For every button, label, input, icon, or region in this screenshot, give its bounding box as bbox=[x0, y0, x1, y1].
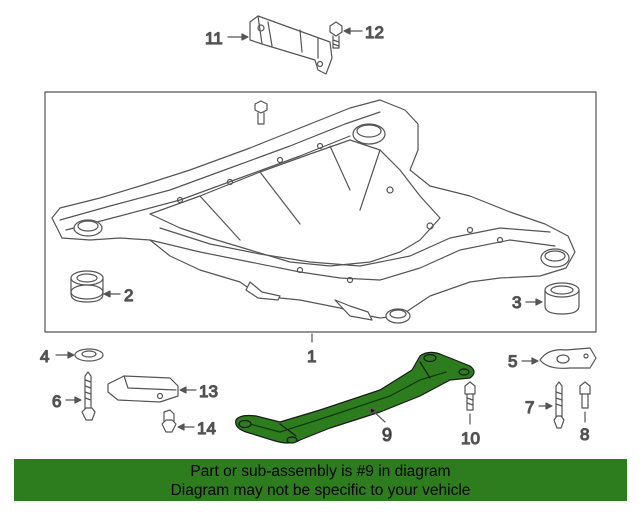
callout-6-label: 6 bbox=[52, 392, 61, 411]
callout-12-label: 12 bbox=[365, 23, 384, 42]
callout-14-label: 14 bbox=[197, 419, 216, 438]
callout-6: 6 bbox=[51, 391, 82, 412]
part-2-bushing[interactable] bbox=[70, 270, 104, 303]
callout-7-label: 7 bbox=[525, 398, 534, 417]
callout-10: 10 bbox=[460, 413, 481, 449]
part-6-bolt[interactable] bbox=[81, 371, 96, 421]
callout-2-label: 2 bbox=[124, 286, 133, 305]
callout-3-label: 3 bbox=[512, 293, 521, 312]
callout-5: 5 bbox=[507, 351, 539, 372]
callout-1: 1 bbox=[306, 333, 317, 367]
part-7-bolt[interactable] bbox=[553, 381, 565, 429]
part-info-banner: Part or sub-assembly is #9 in diagram Di… bbox=[14, 459, 627, 501]
callout-13: 13 bbox=[179, 381, 219, 402]
callout-2: 2 bbox=[103, 285, 134, 306]
part-12-bolt[interactable] bbox=[329, 21, 343, 49]
callout-7: 7 bbox=[524, 397, 553, 418]
part-9-tie-bar[interactable] bbox=[235, 351, 475, 444]
callout-9-label: 9 bbox=[382, 425, 392, 445]
callout-3: 3 bbox=[511, 292, 543, 313]
callout-4: 4 bbox=[39, 346, 75, 367]
part-5-plate[interactable] bbox=[539, 347, 597, 369]
part-8-bolt[interactable] bbox=[579, 381, 591, 409]
callout-11-label: 11 bbox=[205, 29, 223, 48]
callout-8: 8 bbox=[579, 411, 590, 445]
callout-13-label: 13 bbox=[199, 382, 218, 401]
callout-9: 9 bbox=[369, 407, 393, 446]
callout-1-label: 1 bbox=[307, 347, 316, 366]
callout-14: 14 bbox=[177, 418, 217, 439]
part-1-engine-cradle[interactable] bbox=[51, 99, 576, 324]
callout-5-label: 5 bbox=[508, 352, 517, 371]
cradle-assembly-box bbox=[44, 91, 597, 333]
callout-8-label: 8 bbox=[580, 425, 589, 444]
part-13-shield[interactable] bbox=[107, 375, 179, 403]
part-10-bolt[interactable] bbox=[464, 381, 476, 411]
part-14-bolt[interactable] bbox=[161, 409, 177, 433]
banner-line-part: Part or sub-assembly is #9 in diagram bbox=[190, 463, 451, 480]
callout-4-label: 4 bbox=[40, 347, 49, 366]
callout-12: 12 bbox=[343, 22, 385, 43]
banner-line-disclaimer: Diagram may not be specific to your vehi… bbox=[170, 482, 471, 499]
part-3-bushing[interactable] bbox=[544, 282, 580, 315]
callout-10-label: 10 bbox=[461, 429, 480, 448]
part-4-washer[interactable] bbox=[74, 348, 104, 362]
part-11-bracket[interactable] bbox=[249, 15, 333, 75]
callout-11: 11 bbox=[204, 28, 249, 49]
